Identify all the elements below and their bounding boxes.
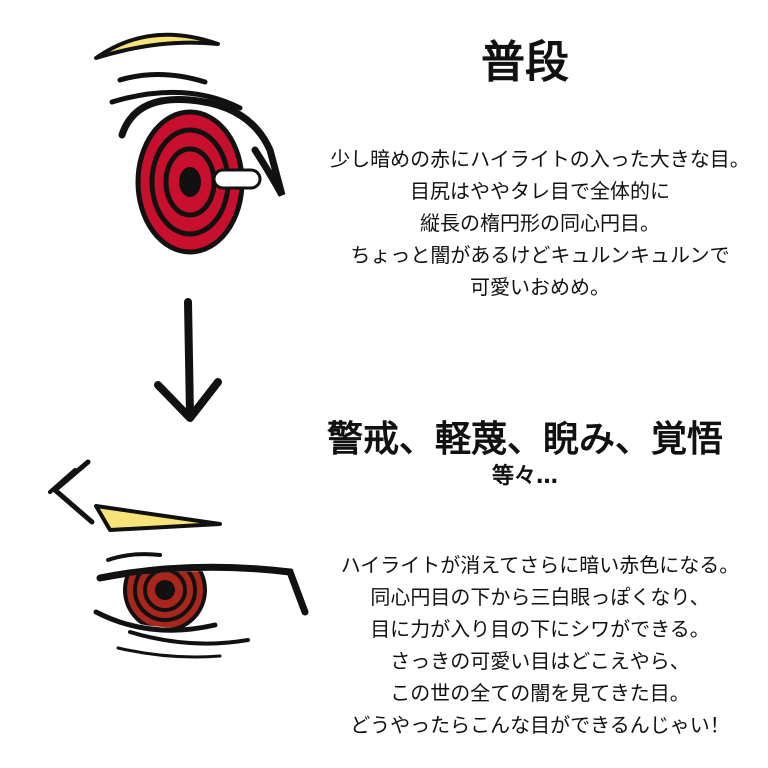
description-line: 目に力が入り目の下にシワができる。 [370,617,710,641]
serious-eye-drawing [48,459,309,659]
serious-subtitle: 等々… [491,464,558,489]
eyebrow-normal [94,32,220,60]
eyebrow-serious [94,504,222,532]
eyelid-line [109,89,243,111]
description-line: 可愛いおめめ。 [470,275,610,299]
normal-title: 普段 [481,37,569,88]
normal-description: 少し暗めの赤にハイライトの入った大きな目。 目尻はややタレ目で全体的に 縦長の楕… [300,143,768,303]
upper-lid [96,563,309,616]
arrow-down-icon [154,298,222,422]
description-line: ちょっと闇があるけどキュルンキュルンで [350,243,730,267]
upper-lash [118,95,286,197]
highlight [212,168,262,190]
description-line: ハイライトが消えてさらに暗い赤色になる。 [340,553,740,577]
description-line: 少し暗めの赤にハイライトの入った大きな目。 [330,147,750,171]
description-line: さっきの可愛い目はどこえやら、 [390,649,690,673]
description-line: この世の全ての闇を見てきた目。 [390,681,690,705]
description-line: 縦長の楕円形の同心円目。 [420,211,660,235]
eyelid-line [117,72,208,85]
wrinkle-line [116,646,222,659]
serious-description: ハイライトが消えてさらに暗い赤色になる。 同心円目の下から三白眼っぽくなり、 目… [305,549,768,741]
normal-eye-drawing [94,32,286,255]
description-line: 目尻はややタレ目で全体的に [410,179,670,203]
description-line: 同心円目の下から三白眼っぽくなり、 [370,585,710,609]
serious-title: 警戒、軽蔑、睨み、覚悟 [326,419,723,460]
description-line: どうやったらこんな目ができるんじゃい！ [350,713,730,737]
wrinkle-line [128,630,250,646]
